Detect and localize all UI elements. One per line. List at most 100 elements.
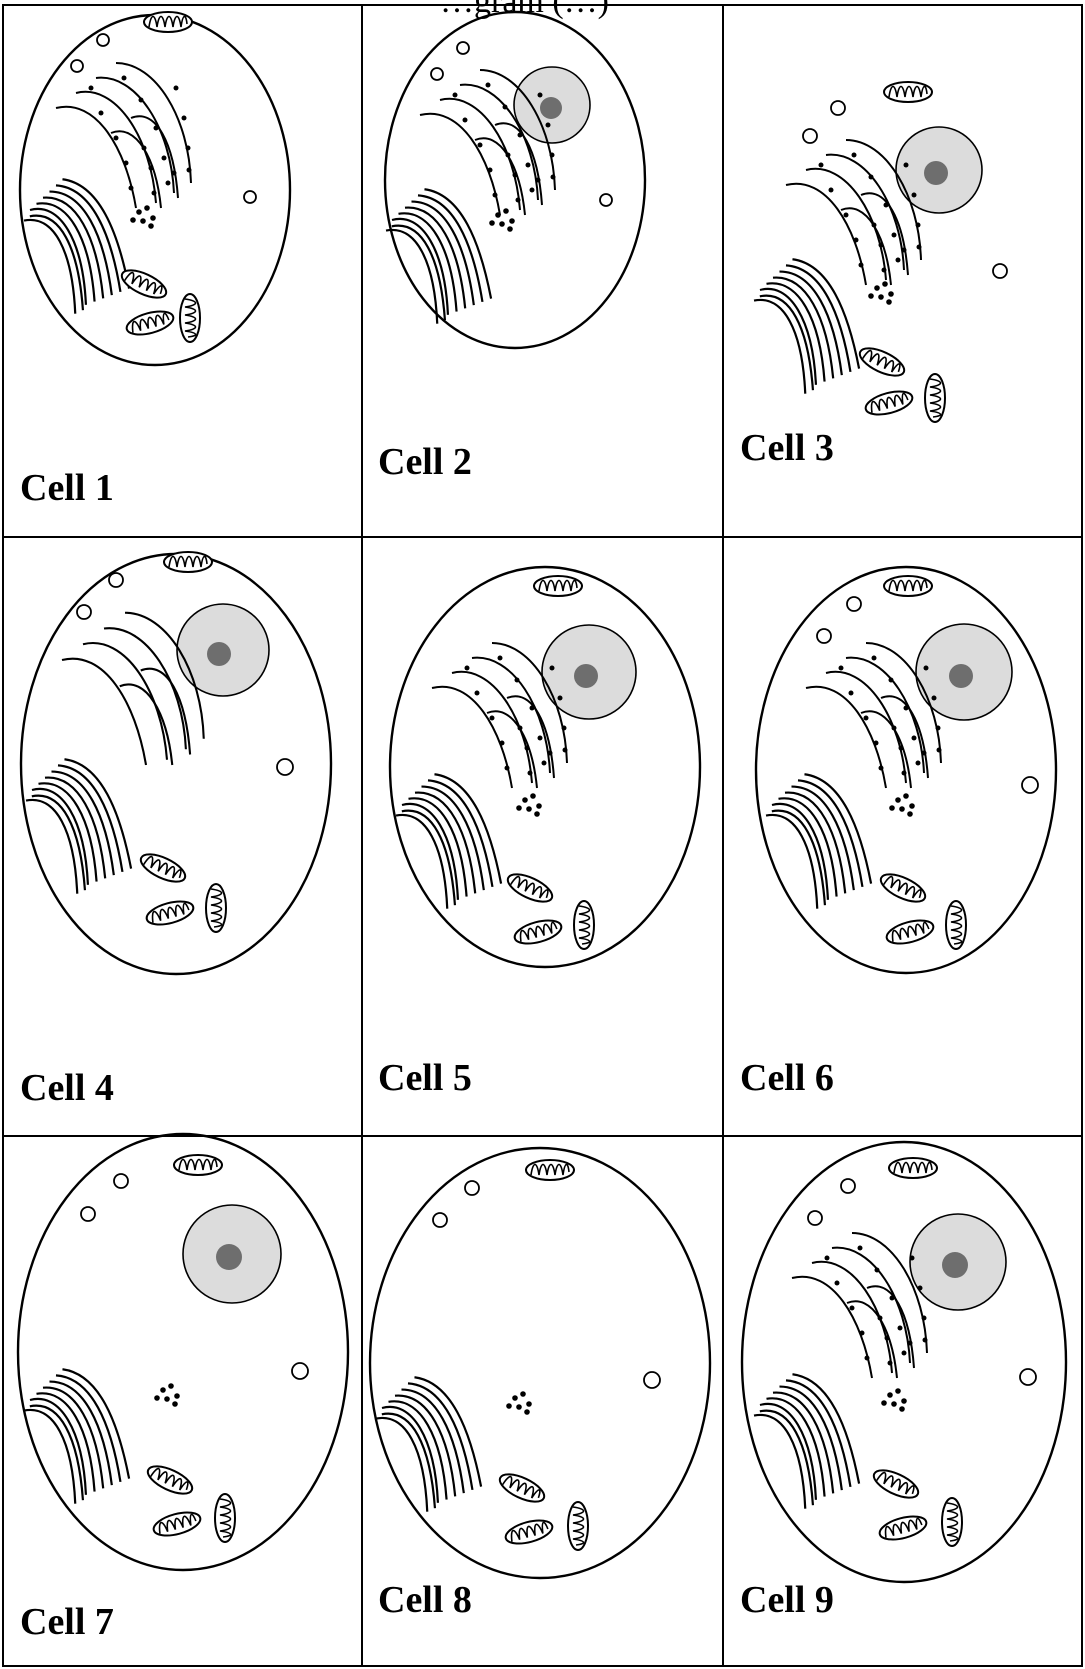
rough-er [792, 1233, 928, 1378]
cell-membrane [18, 1134, 348, 1570]
nucleolus [540, 97, 562, 119]
mitochondrion [946, 901, 966, 949]
mitochondrion [144, 12, 192, 32]
vesicle [97, 34, 109, 46]
mitochondrion [877, 1512, 929, 1544]
golgi-apparatus [2, 751, 159, 908]
mitochondrion [884, 576, 932, 596]
ribosomes [881, 1388, 907, 1412]
vesicle [77, 605, 91, 619]
cell-panel-5: Cell 5 [372, 567, 700, 1099]
mitochondrion [496, 1469, 548, 1507]
mitochondrion [174, 1155, 222, 1175]
mitochondrion [206, 884, 226, 932]
page-title: …gram (…) [440, 0, 609, 20]
cell-label: Cell 1 [20, 467, 114, 509]
cell-panel-7: Cell 7 [0, 1134, 348, 1643]
vesicle [644, 1372, 660, 1388]
cell-membrane [390, 567, 700, 967]
mitochondrion [124, 307, 176, 339]
vesicle [244, 191, 256, 203]
vesicle [71, 60, 83, 72]
mitochondrion [568, 1502, 588, 1550]
cell-membrane [756, 567, 1056, 973]
ribosomes [868, 281, 894, 305]
ribosomes [506, 1391, 532, 1415]
vesicle [600, 194, 612, 206]
mitochondrion [863, 387, 915, 419]
vesicle [831, 101, 845, 115]
mitochondrion [504, 869, 556, 907]
mitochondrion [137, 849, 189, 887]
cell-panel-9: Cell 9 [730, 1142, 1066, 1621]
cell-membrane [370, 1148, 710, 1578]
mitochondrion [856, 343, 908, 381]
vesicle [457, 42, 469, 54]
cell-label: Cell 4 [20, 1067, 114, 1109]
cell-panel-6: Cell 6 [740, 567, 1056, 1099]
cell-label: Cell 8 [378, 1579, 472, 1621]
mitochondrion [512, 916, 564, 948]
mitochondrion [180, 294, 200, 342]
cell-membrane [742, 1142, 1066, 1582]
mitochondrion [870, 1465, 922, 1503]
vesicle [803, 129, 817, 143]
nucleolus [216, 1244, 242, 1270]
mitochondrion [877, 869, 929, 907]
vesicle [431, 68, 443, 80]
mitochondrion [884, 82, 932, 102]
mitochondrion [884, 916, 936, 948]
mitochondrion [526, 1160, 574, 1180]
mitochondrion [118, 265, 170, 303]
mitochondrion [534, 576, 582, 596]
vesicle [277, 759, 293, 775]
nucleolus [949, 664, 973, 688]
cell-panel-3: Cell 3 [730, 82, 1007, 469]
cell-panel-4: Cell 4 [2, 552, 331, 1109]
ribosomes [516, 793, 542, 817]
ribosomes [489, 208, 515, 232]
cell-label: Cell 7 [20, 1601, 114, 1643]
vesicle [109, 573, 123, 587]
vesicle [847, 597, 861, 611]
vesicle [81, 1207, 95, 1221]
vesicle [433, 1213, 447, 1227]
nucleolus [207, 642, 231, 666]
ribosomes [154, 1383, 180, 1407]
vesicle [817, 629, 831, 643]
rough-er [56, 63, 192, 208]
mitochondrion [942, 1498, 962, 1546]
vesicle [1020, 1369, 1036, 1385]
golgi-apparatus [372, 766, 529, 923]
mitochondrion [215, 1494, 235, 1542]
cell-label: Cell 9 [740, 1579, 834, 1621]
nucleolus [942, 1252, 968, 1278]
cell-panel-2: Cell 2 [362, 12, 645, 483]
golgi-apparatus [352, 1369, 509, 1526]
cell-label: Cell 6 [740, 1057, 834, 1099]
cell-panel-1: Cell 1 [0, 12, 290, 509]
nucleolus [574, 664, 598, 688]
cell-label: Cell 2 [378, 441, 472, 483]
vesicle [841, 1179, 855, 1193]
vesicle [993, 264, 1007, 278]
mitochondrion [144, 1461, 196, 1499]
cell-panel-8: Cell 8 [352, 1148, 710, 1621]
cell-label: Cell 5 [378, 1057, 472, 1099]
vesicle [465, 1181, 479, 1195]
mitochondrion [925, 374, 945, 422]
vesicle [1022, 777, 1038, 793]
mitochondrion [164, 552, 212, 572]
vesicle [292, 1363, 308, 1379]
cell-label: Cell 3 [740, 427, 834, 469]
vesicle [808, 1211, 822, 1225]
golgi-apparatus [0, 1361, 157, 1518]
mitochondrion [151, 1508, 203, 1540]
vesicle [114, 1174, 128, 1188]
mitochondrion [144, 897, 196, 929]
nucleolus [924, 161, 948, 185]
ribosomes [889, 793, 915, 817]
ribosomes [130, 205, 156, 229]
mitochondrion [889, 1158, 937, 1178]
